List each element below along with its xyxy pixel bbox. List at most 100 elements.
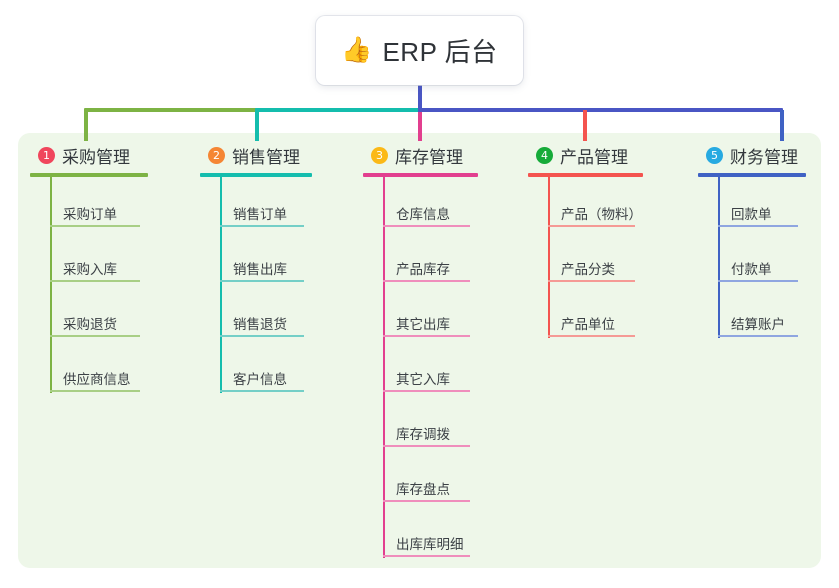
list-item[interactable]: 出库库明细	[363, 507, 478, 562]
connector-stub-3	[418, 110, 422, 141]
list-item[interactable]: 回款单	[698, 177, 806, 232]
list-item[interactable]: 其它出库	[363, 287, 478, 342]
list-item[interactable]: 付款单	[698, 232, 806, 287]
list-item[interactable]: 其它入库	[363, 342, 478, 397]
list-item-underline	[50, 225, 140, 227]
list-item[interactable]: 产品库存	[363, 232, 478, 287]
root-node-erp-backend[interactable]: 👍 ERP 后台	[316, 16, 523, 85]
branch-badge-5: 5	[706, 146, 723, 164]
connector-trunk	[418, 78, 422, 112]
list-item-label: 付款单	[731, 262, 772, 277]
list-item[interactable]: 产品（物料）	[528, 177, 643, 232]
list-item[interactable]: 销售退货	[200, 287, 312, 342]
list-item[interactable]: 客户信息	[200, 342, 312, 397]
list-item-underline	[50, 390, 140, 392]
branch-items-5: 回款单付款单结算账户	[698, 177, 806, 342]
list-item-underline	[718, 335, 798, 337]
branch-column-3: 3 库存管理仓库信息产品库存其它出库其它入库库存调拨库存盘点出库库明细	[363, 141, 478, 562]
list-item[interactable]: 销售出库	[200, 232, 312, 287]
branch-underline-1	[30, 173, 148, 177]
connector-stub-5	[780, 110, 784, 141]
branch-spine-2	[220, 177, 222, 393]
list-item-underline	[50, 335, 140, 337]
list-item-underline	[718, 280, 798, 282]
branch-underline-3	[363, 173, 478, 177]
list-item-label: 产品单位	[561, 317, 615, 332]
branch-header-3[interactable]: 3 库存管理	[363, 141, 478, 169]
branch-title-5: 财务管理	[730, 147, 798, 167]
list-item[interactable]: 销售订单	[200, 177, 312, 232]
branches-panel	[18, 133, 821, 568]
list-item-label: 出库库明细	[396, 537, 464, 552]
branch-underline-5	[698, 173, 806, 177]
list-item-label: 回款单	[731, 207, 772, 222]
branch-underline-4	[528, 173, 643, 177]
list-item[interactable]: 产品单位	[528, 287, 643, 342]
branch-badge-2: 2	[208, 146, 225, 164]
list-item[interactable]: 供应商信息	[30, 342, 148, 397]
list-item-label: 产品分类	[561, 262, 615, 277]
list-item-label: 采购退货	[63, 317, 117, 332]
branch-column-5: 5 财务管理回款单付款单结算账户	[698, 141, 806, 342]
list-item-label: 销售订单	[233, 207, 287, 222]
list-item-underline	[383, 445, 470, 447]
list-item-label: 其它入库	[396, 372, 450, 387]
branch-underline-2	[200, 173, 312, 177]
list-item[interactable]: 结算账户	[698, 287, 806, 342]
list-item[interactable]: 产品分类	[528, 232, 643, 287]
branch-title-1: 采购管理	[62, 147, 130, 167]
list-item-underline	[548, 280, 635, 282]
list-item-underline	[220, 280, 304, 282]
list-item-label: 产品库存	[396, 262, 450, 277]
list-item[interactable]: 库存盘点	[363, 452, 478, 507]
branch-spine-4	[548, 177, 550, 338]
list-item-underline	[220, 225, 304, 227]
list-item[interactable]: 库存调拨	[363, 397, 478, 452]
branch-items-2: 销售订单销售出库销售退货客户信息	[200, 177, 312, 397]
list-item-label: 销售退货	[233, 317, 287, 332]
list-item-underline	[383, 335, 470, 337]
branch-badge-3: 3	[371, 146, 388, 164]
list-item-underline	[548, 335, 635, 337]
list-item-label: 客户信息	[233, 372, 287, 387]
list-item-label: 其它出库	[396, 317, 450, 332]
list-item[interactable]: 仓库信息	[363, 177, 478, 232]
list-item-underline	[548, 225, 635, 227]
list-item-label: 库存盘点	[396, 482, 450, 497]
list-item-underline	[718, 225, 798, 227]
list-item-underline	[220, 390, 304, 392]
connector-bar-middle	[255, 108, 420, 112]
list-item-underline	[50, 280, 140, 282]
list-item-label: 供应商信息	[63, 372, 131, 387]
branch-title-3: 库存管理	[395, 147, 463, 167]
list-item-underline	[383, 500, 470, 502]
list-item-label: 销售出库	[233, 262, 287, 277]
list-item-label: 采购订单	[63, 207, 117, 222]
branch-items-3: 仓库信息产品库存其它出库其它入库库存调拨库存盘点出库库明细	[363, 177, 478, 562]
branch-header-5[interactable]: 5 财务管理	[698, 141, 806, 169]
list-item[interactable]: 采购订单	[30, 177, 148, 232]
list-item-underline	[383, 225, 470, 227]
connector-stub-4	[583, 110, 587, 141]
thumbs-up-icon: 👍	[341, 36, 373, 64]
list-item[interactable]: 采购入库	[30, 232, 148, 287]
list-item-underline	[383, 280, 470, 282]
root-node-title: ERP 后台	[382, 37, 498, 67]
connector-stub-2	[255, 110, 259, 141]
branch-spine-3	[383, 177, 385, 558]
connector-stub-1	[84, 110, 88, 141]
list-item-label: 仓库信息	[396, 207, 450, 222]
branch-title-4: 产品管理	[560, 147, 628, 167]
connector-bar-left	[84, 108, 257, 112]
list-item[interactable]: 采购退货	[30, 287, 148, 342]
list-item-label: 库存调拨	[396, 427, 450, 442]
list-item-underline	[383, 390, 470, 392]
branch-spine-1	[50, 177, 52, 393]
list-item-label: 产品（物料）	[561, 207, 642, 222]
